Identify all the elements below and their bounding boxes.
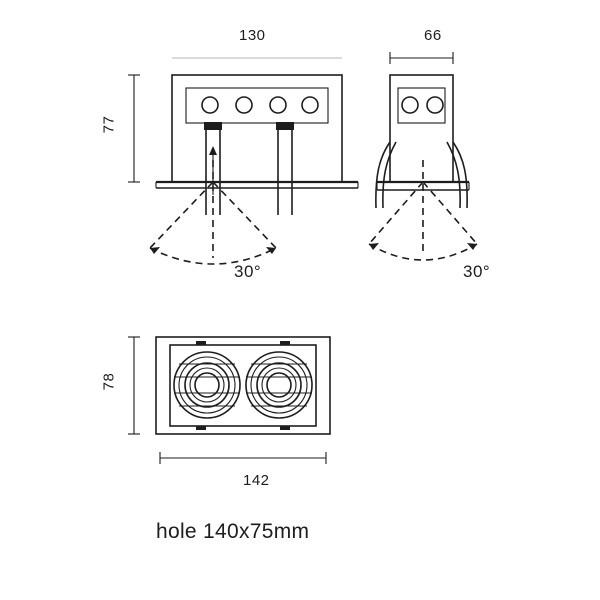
plan-width-label: 142 [243,472,270,489]
plan-lamp-right [245,351,313,419]
plan-width-dimension-line [159,452,327,464]
front-elevation-view [128,57,359,265]
front-width-label: 130 [239,27,266,44]
front-beam-angle-label: 30° [234,262,262,281]
plan-view [128,336,331,464]
front-height-label: 77 [100,115,118,134]
side-beam-angle-label: 30° [463,262,491,281]
plan-fixing-marks [196,341,290,430]
side-elevation-view [368,52,478,261]
side-housing-body [376,74,470,191]
plan-height-dimension-line [128,336,140,435]
front-lamp-circles-row [185,87,329,124]
side-beam-cone [368,160,478,261]
plan-lamp-left [173,351,241,419]
front-height-dimension-line [128,74,140,183]
side-width-dimension-line [389,52,454,64]
side-spring-clips [375,141,468,209]
front-beam-cone [149,160,277,265]
front-mounting-brackets [204,122,294,215]
hole-size-note: hole 140x75mm [156,520,310,543]
plan-height-label: 78 [100,372,118,391]
side-width-label: 66 [424,27,442,44]
